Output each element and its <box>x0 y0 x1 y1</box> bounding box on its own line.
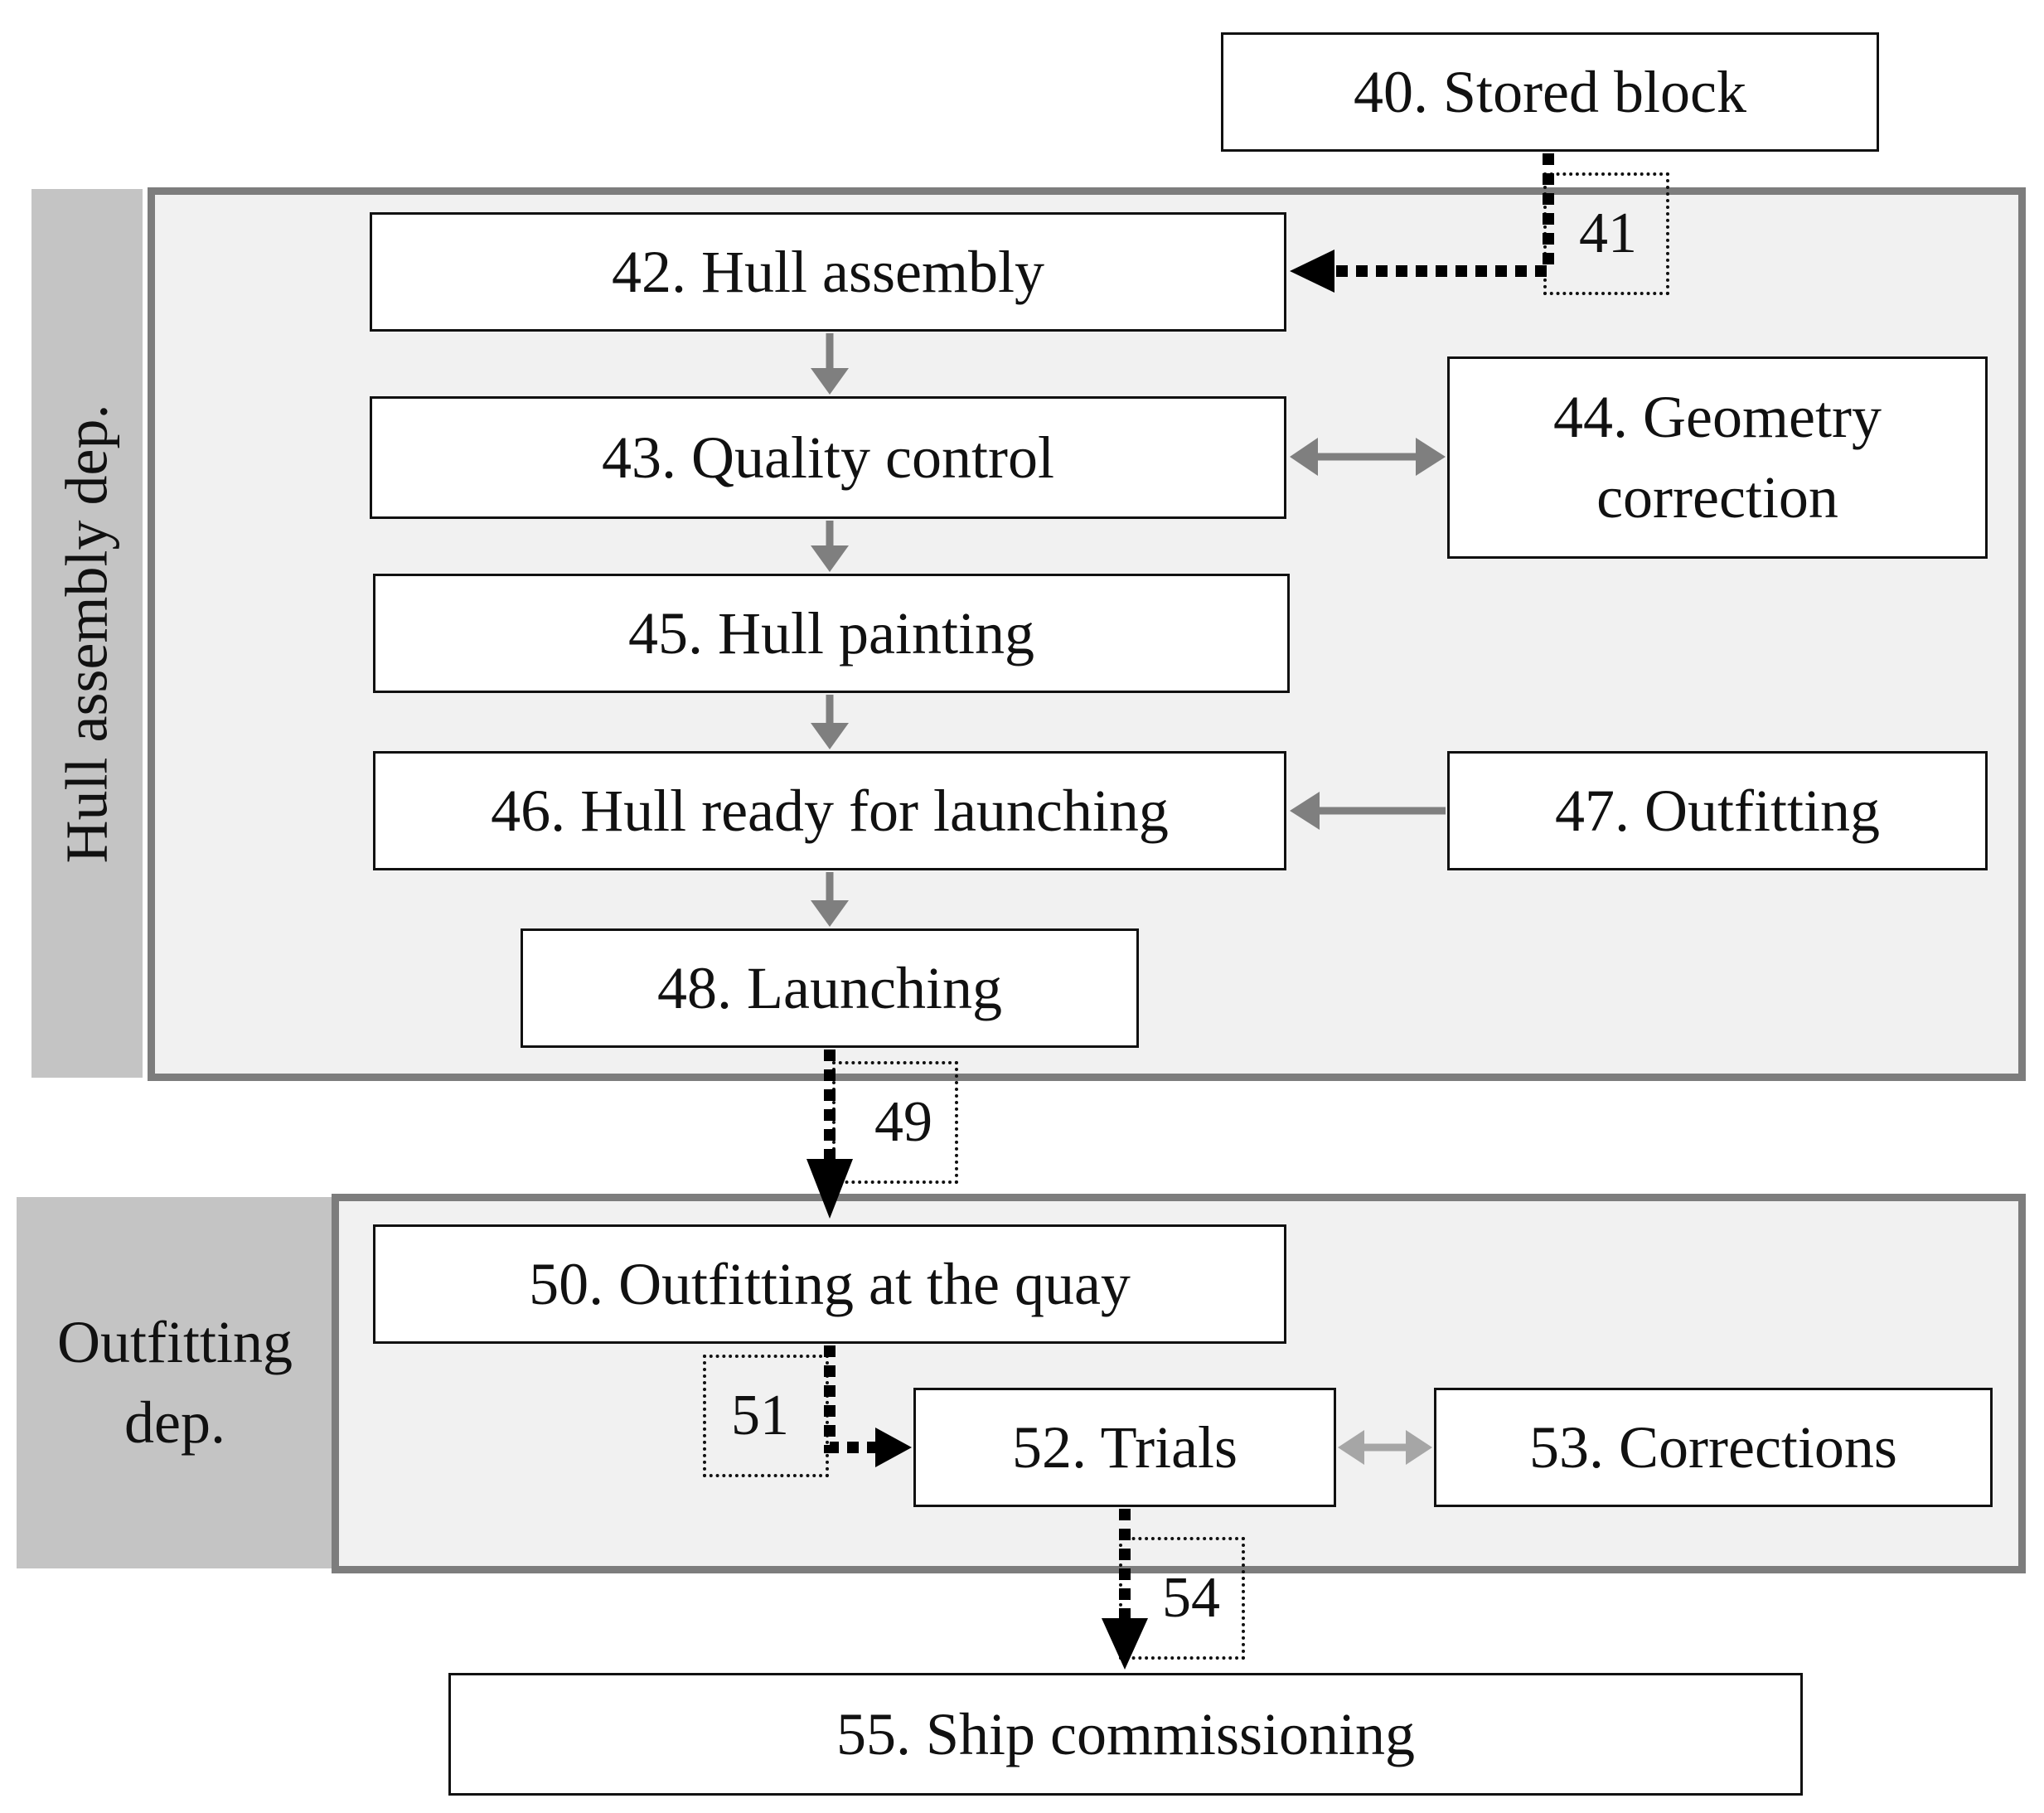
node-47-label: 47. Outfitting <box>1555 777 1880 844</box>
node-42-label: 42. Hull assembly <box>612 238 1044 305</box>
transfer-54-label: 54 <box>1162 1566 1220 1630</box>
outfitting-dept-side-label: Outfitting dep. <box>17 1197 333 1568</box>
node-43-quality-control: 43. Quality control <box>370 396 1286 519</box>
node-48-launching: 48. Launching <box>521 928 1139 1048</box>
node-40-label: 40. Stored block <box>1354 58 1746 125</box>
hull-dept-label: Hull assembly dep. <box>53 404 120 863</box>
transfer-49-label: 49 <box>874 1090 932 1154</box>
transfer-51-label: 51 <box>731 1384 789 1447</box>
node-43-label: 43. Quality control <box>602 424 1054 491</box>
node-46-hull-ready-for-launching: 46. Hull ready for launching <box>373 751 1286 870</box>
outfitting-dept-label-line2: dep. <box>124 1389 225 1456</box>
node-45-hull-painting: 45. Hull painting <box>373 574 1290 693</box>
transfer-54-tag: 54 <box>1119 1537 1245 1660</box>
node-52-trials: 52. Trials <box>913 1388 1336 1507</box>
node-44-geometry-correction: 44. Geometry correction <box>1447 356 1988 559</box>
node-44-label-line2: correction <box>1596 464 1838 531</box>
node-45-label: 45. Hull painting <box>628 599 1034 667</box>
node-47-outfitting: 47. Outfitting <box>1447 751 1988 870</box>
node-53-corrections: 53. Corrections <box>1434 1388 1993 1507</box>
hull-dept-side-label: Hull assembly dep. <box>31 189 143 1078</box>
transfer-41-tag: 41 <box>1543 172 1669 295</box>
node-52-label: 52. Trials <box>1011 1413 1238 1481</box>
transfer-49-tag: 49 <box>832 1061 958 1184</box>
transfer-51-tag: 51 <box>703 1355 829 1477</box>
node-42-hull-assembly: 42. Hull assembly <box>370 212 1286 332</box>
node-50-label: 50. Outfitting at the quay <box>529 1250 1131 1317</box>
node-44-label-line1: 44. Geometry <box>1553 383 1882 450</box>
node-46-label: 46. Hull ready for launching <box>491 777 1169 844</box>
outfitting-dept-label-line1: Outfitting <box>57 1308 293 1375</box>
node-55-ship-commissioning: 55. Ship commissioning <box>448 1673 1803 1796</box>
node-55-label: 55. Ship commissioning <box>836 1700 1416 1767</box>
transfer-41-label: 41 <box>1579 201 1637 265</box>
node-50-outfitting-at-the-quay: 50. Outfitting at the quay <box>373 1224 1286 1344</box>
node-53-label: 53. Corrections <box>1529 1413 1897 1481</box>
node-40-stored-block: 40. Stored block <box>1221 32 1879 152</box>
node-48-label: 48. Launching <box>657 954 1002 1021</box>
